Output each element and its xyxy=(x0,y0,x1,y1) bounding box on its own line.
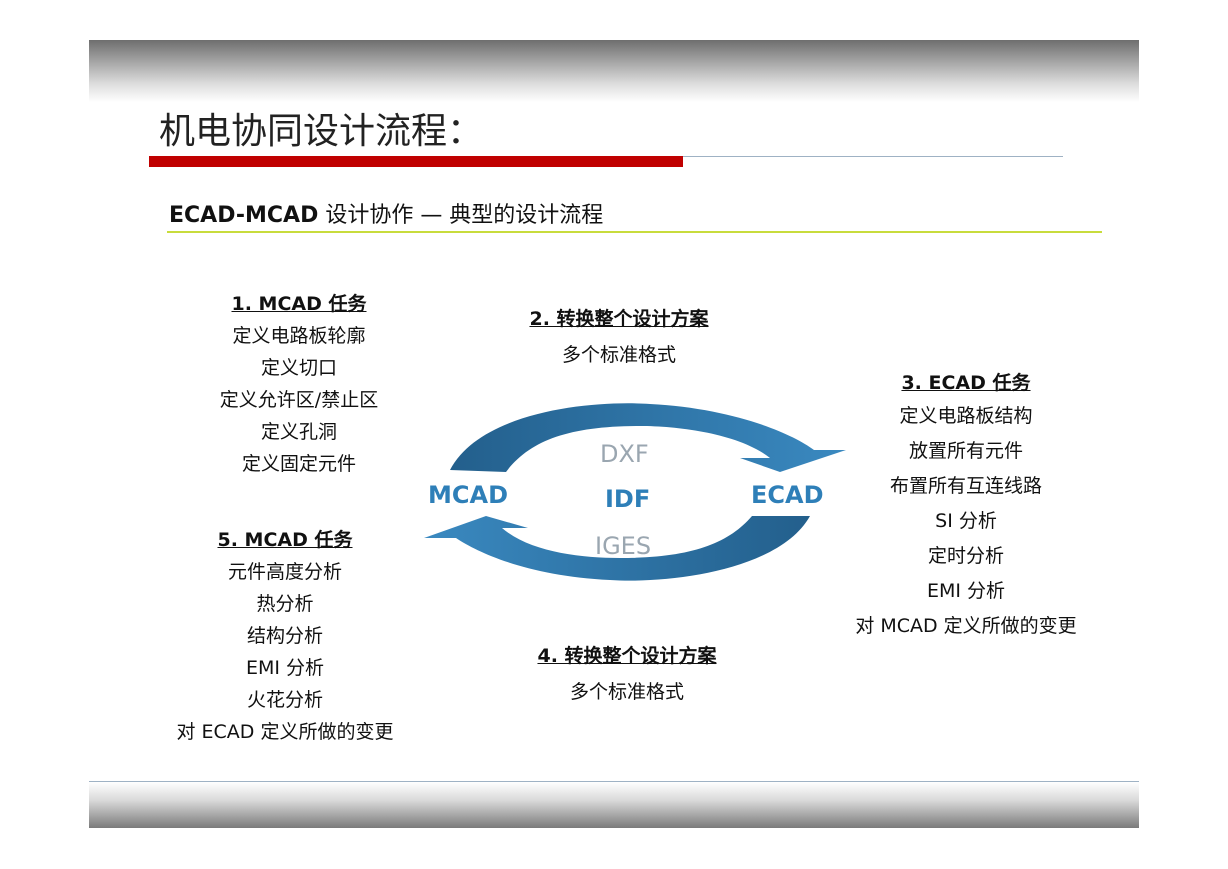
list-item: 定义电路板轮廓 xyxy=(232,325,366,347)
list-item: 定义固定元件 xyxy=(241,453,356,475)
list-item: EMI 分析 xyxy=(245,657,325,679)
title-accent-bar xyxy=(149,156,683,167)
list-item: 热分析 xyxy=(256,593,314,615)
list-item: SI 分析 xyxy=(935,510,997,532)
block-heading: 1. MCAD 任务 xyxy=(231,293,367,315)
subtitle: ECAD-MCAD 设计协作 — 典型的设计流程 xyxy=(169,197,603,229)
block-heading: 3. ECAD 任务 xyxy=(901,372,1031,394)
list-item: 多个标准格式 xyxy=(569,681,684,703)
footer-band xyxy=(89,782,1139,828)
subtitle-rest: 设计协作 — 典型的设计流程 xyxy=(318,203,604,228)
format-iges: IGES xyxy=(595,532,652,560)
list-item: 定义孔洞 xyxy=(260,421,337,443)
convert-block-4: 4. 转换整个设计方案 多个标准格式 xyxy=(517,640,737,708)
list-item: 对 MCAD 定义所做的变更 xyxy=(855,615,1077,637)
page-title: 机电协同设计流程： xyxy=(159,111,484,152)
block-heading: 5. MCAD 任务 xyxy=(217,529,353,551)
mcad-label: MCAD xyxy=(428,481,508,509)
top-arrow-shape xyxy=(450,403,846,472)
list-item: 定义切口 xyxy=(260,357,337,379)
list-item: 布置所有互连线路 xyxy=(889,475,1042,497)
ecad-label: ECAD xyxy=(751,481,824,509)
title-rule xyxy=(683,156,1063,157)
list-item: 多个标准格式 xyxy=(561,344,676,366)
list-item: 对 ECAD 定义所做的变更 xyxy=(176,721,394,743)
convert-block-2: 2. 转换整个设计方案 多个标准格式 xyxy=(509,303,729,371)
list-item: EMI 分析 xyxy=(926,580,1006,602)
mcad-task-block-5: 5. MCAD 任务 元件高度分析 热分析 结构分析 EMI 分析 火花分析 对… xyxy=(145,524,425,748)
ecad-task-block-3: 3. ECAD 任务 定义电路板结构 放置所有元件 布置所有互连线路 SI 分析… xyxy=(831,367,1101,644)
bottom-arrow-shape xyxy=(424,516,810,581)
list-item: 定义电路板结构 xyxy=(899,405,1033,427)
mcad-task-block-1: 1. MCAD 任务 定义电路板轮廓 定义切口 定义允许区/禁止区 定义孔洞 定… xyxy=(189,288,409,480)
list-item: 火花分析 xyxy=(246,689,323,711)
subtitle-bold: ECAD-MCAD xyxy=(169,203,319,228)
list-item: 定义允许区/禁止区 xyxy=(219,389,379,411)
format-idf: IDF xyxy=(605,485,651,513)
slide: 机电协同设计流程： ECAD-MCAD 设计协作 — 典型的设计流程 1. MC… xyxy=(89,40,1139,828)
list-item: 元件高度分析 xyxy=(227,561,342,583)
exchange-cycle-diagram xyxy=(424,403,846,581)
header-band xyxy=(89,40,1139,102)
list-item: 结构分析 xyxy=(246,625,323,647)
footer-rule xyxy=(89,781,1139,782)
format-dxf: DXF xyxy=(600,440,649,468)
block-heading: 2. 转换整个设计方案 xyxy=(529,308,709,330)
list-item: 定时分析 xyxy=(927,545,1004,567)
subtitle-rule xyxy=(167,231,1102,233)
list-item: 放置所有元件 xyxy=(908,440,1023,462)
block-heading: 4. 转换整个设计方案 xyxy=(537,645,717,667)
